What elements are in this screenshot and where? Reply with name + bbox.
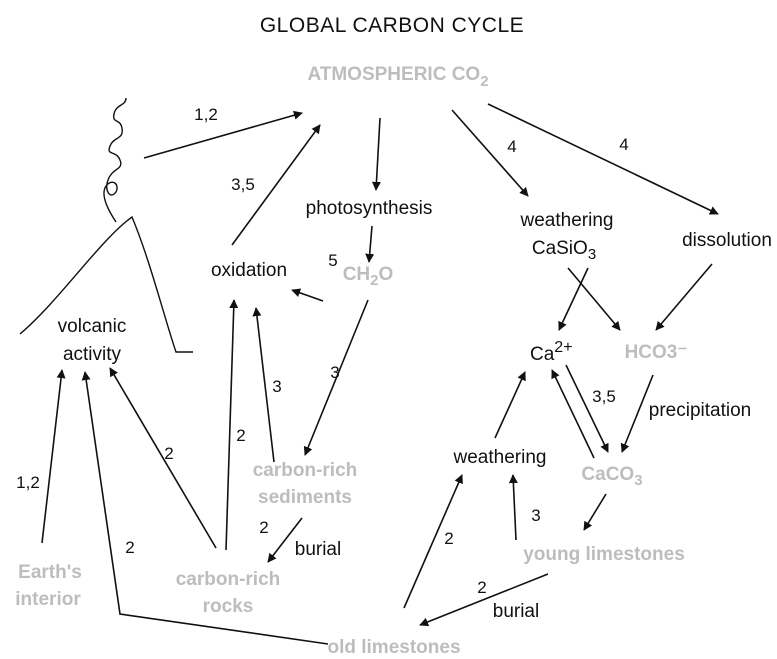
node-dissolution: dissolution (682, 230, 772, 251)
label-rocks-to-oxidation: 2 (236, 426, 245, 445)
arrow-volcano-to-atm (143, 110, 303, 159)
arrow-atm-to-weathering (451, 109, 529, 197)
node-oxidation: oxidation (211, 260, 287, 281)
arrow-dissolution-to-hco3 (655, 263, 713, 331)
node-old-limestones: old limestones (327, 637, 460, 658)
label-sediments-to-oxidation: 3 (272, 377, 281, 396)
arrow-younglime-to-oldlime (419, 573, 549, 627)
arrow-ca-to-caco3 (565, 364, 609, 453)
label-oldlime-to-weathering: 2 (444, 529, 453, 548)
node-hco3: HCO3⁻ (625, 342, 688, 363)
label-younglime-to-weathering: 3 (531, 506, 540, 525)
node-earths-interior-line1: Earth's (18, 562, 82, 583)
node-weathering-casio3-line1: weathering (520, 210, 614, 231)
node-carbon-rich-rocks-line1: carbon-rich (176, 569, 281, 590)
node-carbon-rich-rocks-line2: rocks (203, 596, 254, 617)
node-ch2o: CH2O (343, 264, 394, 289)
arrow-caco3-to-younglime (583, 493, 607, 531)
arrow-earth-to-volcanic (41, 369, 66, 544)
node-young-limestones: young limestones (523, 544, 685, 565)
node-precipitation: precipitation (649, 400, 751, 421)
label-atm-to-weathering: 4 (507, 137, 516, 156)
arrow-ch2o-to-sediments (303, 299, 369, 456)
label-ca-to-caco3: 3,5 (592, 387, 616, 406)
node-volcanic-line1: volcanic (58, 316, 127, 337)
arrow-oxidation-to-atm (231, 124, 321, 246)
label-ch2o-to-oxidation: 5 (328, 251, 337, 270)
arrow-caco3-to-ca (551, 369, 595, 459)
node-ca2plus: Ca2+ (530, 339, 573, 365)
node-atmospheric-co2: ATMOSPHERIC CO2 (307, 64, 488, 90)
label-rocks-to-volcanic: 2 (164, 444, 173, 463)
arrow-atm-to-photosynthesis (371, 117, 381, 191)
node-casio3: CaSiO3 (532, 238, 596, 263)
node-carbon-rich-sediments-line2: sediments (258, 487, 352, 508)
arrow-casio3-to-ca (558, 267, 589, 331)
arrow-atm-to-dissolution (487, 103, 719, 215)
diagram-title: GLOBAL CARBON CYCLE (260, 14, 524, 37)
label-burial-1: burial (295, 539, 341, 560)
node-earths-interior-line2: interior (15, 589, 81, 610)
label-oldlime-to-volcanic: 2 (125, 538, 134, 557)
arrow-rocks-to-oxidation (225, 299, 239, 551)
label-burial-2: burial (493, 601, 539, 622)
arrow-hco3-to-caco3 (620, 374, 654, 453)
label-volcano-to-atm: 1,2 (194, 105, 218, 124)
arrow-oldlime-to-weathering (403, 474, 463, 609)
volcano-icon (19, 97, 193, 353)
label-younglime-to-oldlime: 2 (477, 578, 486, 597)
arrow-rocks-to-volcanic (109, 367, 217, 549)
arrow-younglime-to-weathering (508, 474, 518, 541)
node-volcanic-line2: activity (63, 344, 122, 365)
node-weathering: weathering (453, 447, 547, 468)
node-caco3: CaCO3 (581, 464, 642, 489)
arrow-oldlime-to-volcanic (81, 371, 329, 645)
label-sediments-to-rocks: 2 (259, 518, 268, 537)
label-atm-to-dissolution: 4 (619, 135, 628, 154)
node-photosynthesis: photosynthesis (306, 198, 433, 219)
arrow-ch2o-to-oxidation (291, 288, 324, 302)
label-oxidation-to-atm: 3,5 (231, 175, 255, 194)
node-carbon-rich-sediments-line1: carbon-rich (253, 460, 358, 481)
arrows (41, 103, 719, 645)
arrow-weathering-to-ca (494, 371, 526, 439)
label-ch2o-to-sediments: 3 (330, 363, 339, 382)
arrow-photosynthesis-to-ch2o (365, 225, 375, 263)
arrow-sediments-to-oxidation (252, 307, 275, 463)
arrow-sediments-to-rocks (267, 517, 303, 563)
arrow-casio3-to-hco3 (567, 267, 621, 331)
label-earth-to-volcanic: 1,2 (16, 473, 40, 492)
